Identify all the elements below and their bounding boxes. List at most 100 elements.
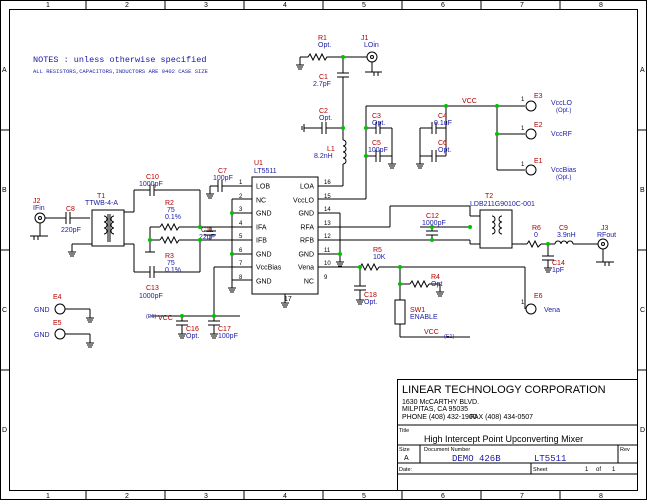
c11-capacitor: C11 22pF [199, 227, 216, 241]
e4-terminal: E4 GND [34, 294, 91, 318]
ic-pin-num-right-10: 10 [324, 261, 331, 267]
row-label-d-right: D [640, 427, 645, 434]
svg-text:1pF: 1pF [552, 267, 564, 274]
c2-capacitor: C2 Opt. [308, 108, 343, 134]
ic-ref: U1 [254, 160, 263, 167]
col-label-5: 5 [362, 2, 366, 9]
sheet-of-label: of [596, 467, 601, 473]
ic-pin-name-left-2: NC [256, 198, 266, 205]
drawing-title: High Intercept Point Upconverting Mixer [424, 434, 583, 444]
ground-symbols [68, 64, 552, 348]
svg-text:C14: C14 [552, 260, 565, 267]
svg-text:3.9nH: 3.9nH [557, 232, 576, 239]
e1-terminal: 1 E1 VccBias (Opt.) [521, 158, 577, 181]
svg-text:RFout: RFout [597, 232, 616, 239]
svg-text:1: 1 [521, 162, 525, 168]
ic-pin-name-right-14: GND [298, 211, 314, 218]
svg-text:E2: E2 [534, 122, 543, 129]
vcc-net-label-bottom: VCC [424, 329, 439, 336]
col-label-1: 1 [46, 2, 50, 9]
size-value: A [404, 455, 409, 462]
svg-text:C8: C8 [66, 206, 75, 213]
sheet-border-inner [9, 9, 638, 491]
ic-part: LT5511 [254, 168, 277, 175]
col-label-5-bottom: 5 [362, 493, 366, 500]
c12-capacitor: C12 1000pF [420, 213, 470, 240]
ic-pin-name-right-10: Vena [298, 265, 314, 272]
r1-resistor: R1 Opt. [299, 35, 367, 65]
border-row-labels: A B C D A B C D [2, 67, 645, 434]
svg-text:Opt.: Opt. [186, 333, 199, 340]
docnum-part: LT5511 [534, 454, 566, 464]
title-label: Title [399, 428, 409, 434]
j2-connector: J2 IFin [30, 198, 48, 240]
ic-pin-name-left-6: GND [256, 252, 272, 259]
ic-pin-num-left-5: 5 [239, 234, 243, 240]
svg-text:Opt.: Opt. [318, 42, 331, 49]
svg-text:10K: 10K [373, 254, 386, 261]
svg-text:J1: J1 [361, 35, 369, 42]
svg-text:0: 0 [534, 232, 538, 239]
row-label-a: A [2, 67, 7, 74]
svg-text:1000pF: 1000pF [139, 293, 163, 300]
svg-text:C18: C18 [364, 292, 377, 299]
svg-text:C5: C5 [372, 140, 381, 147]
ic-pin-name-left-7: VccBias [256, 265, 282, 272]
svg-text:(Opt.): (Opt.) [556, 108, 571, 114]
ic-pin-name-right-11: GND [298, 252, 314, 259]
c9-inductor: C9 3.9nH [554, 225, 576, 245]
svg-text:J2: J2 [33, 198, 41, 205]
row-label-b-right: B [640, 187, 645, 194]
company-fax: FAX (408) 434-0507 [470, 414, 533, 421]
svg-text:1: 1 [521, 97, 525, 103]
c7-capacitor: C7 100pF [209, 168, 252, 194]
col-label-7: 7 [520, 2, 524, 9]
col-label-8: 8 [599, 2, 603, 9]
svg-text:C2: C2 [319, 108, 328, 115]
company-name: LINEAR TECHNOLOGY CORPORATION [402, 384, 606, 396]
r6-resistor: R6 0 [526, 225, 542, 249]
svg-text:1000pF: 1000pF [139, 181, 163, 188]
svg-text:J3: J3 [601, 225, 609, 232]
border-column-labels: 1 2 3 4 5 6 7 8 1 2 3 4 5 6 7 8 [46, 2, 603, 500]
sheet-number: 1 [585, 467, 589, 473]
svg-text:C6: C6 [438, 140, 447, 147]
ic-pin-num-left-2: 2 [239, 194, 243, 200]
svg-text:R3: R3 [165, 253, 174, 260]
docnum-label: Document Number [424, 447, 470, 453]
ic-pin-num-left-8: 8 [239, 275, 243, 281]
r4-resistor: R4 Opt [400, 274, 442, 292]
notes-title: NOTES : unless otherwise specified [33, 55, 206, 65]
svg-text:C12: C12 [426, 213, 439, 220]
svg-text:IFin: IFin [33, 205, 45, 212]
svg-text:(Opt.): (Opt.) [556, 175, 571, 181]
svg-text:R2: R2 [165, 200, 174, 207]
row-label-b: B [2, 187, 7, 194]
ic-u1: U1 LT5511 17 [251, 160, 319, 303]
junction-dots [148, 55, 550, 318]
ic-pin-num-right-12: 12 [324, 234, 331, 240]
svg-text:VccLO: VccLO [551, 100, 573, 107]
svg-text:LDB211G9010C-001: LDB211G9010C-001 [470, 201, 535, 208]
company-address-2: MILPITAS, CA 95035 [402, 406, 468, 413]
row-label-c-right: C [640, 307, 645, 314]
svg-text:C10: C10 [146, 174, 159, 181]
ic-pin-num-left-7: 7 [239, 261, 243, 267]
ic-pin-num-right-16: 16 [324, 180, 331, 186]
c13-capacitor: C13 1000pF [134, 266, 200, 300]
c3-c5-capacitors: C3 Opt. C5 100pF [366, 113, 393, 164]
ic-pin-num-right-15: 15 [324, 194, 331, 200]
col-label-3: 3 [204, 2, 208, 9]
svg-text:T1: T1 [97, 193, 105, 200]
ic-pin-num-right-13: 13 [324, 221, 331, 227]
ic-pins: LOB1NC2GND3IFA4IFB5GND6VccBias7GND8LOA16… [239, 180, 331, 286]
vcc-net-label: VCC [462, 98, 477, 105]
ic-pin-num-left-6: 6 [239, 248, 243, 254]
svg-text:GND: GND [34, 307, 50, 314]
svg-text:22pF: 22pF [199, 234, 215, 241]
c17-capacitor: C17 100pF [208, 316, 238, 340]
svg-text:100pF: 100pF [368, 147, 388, 154]
ic-pin-name-right-16: LOA [300, 184, 314, 191]
